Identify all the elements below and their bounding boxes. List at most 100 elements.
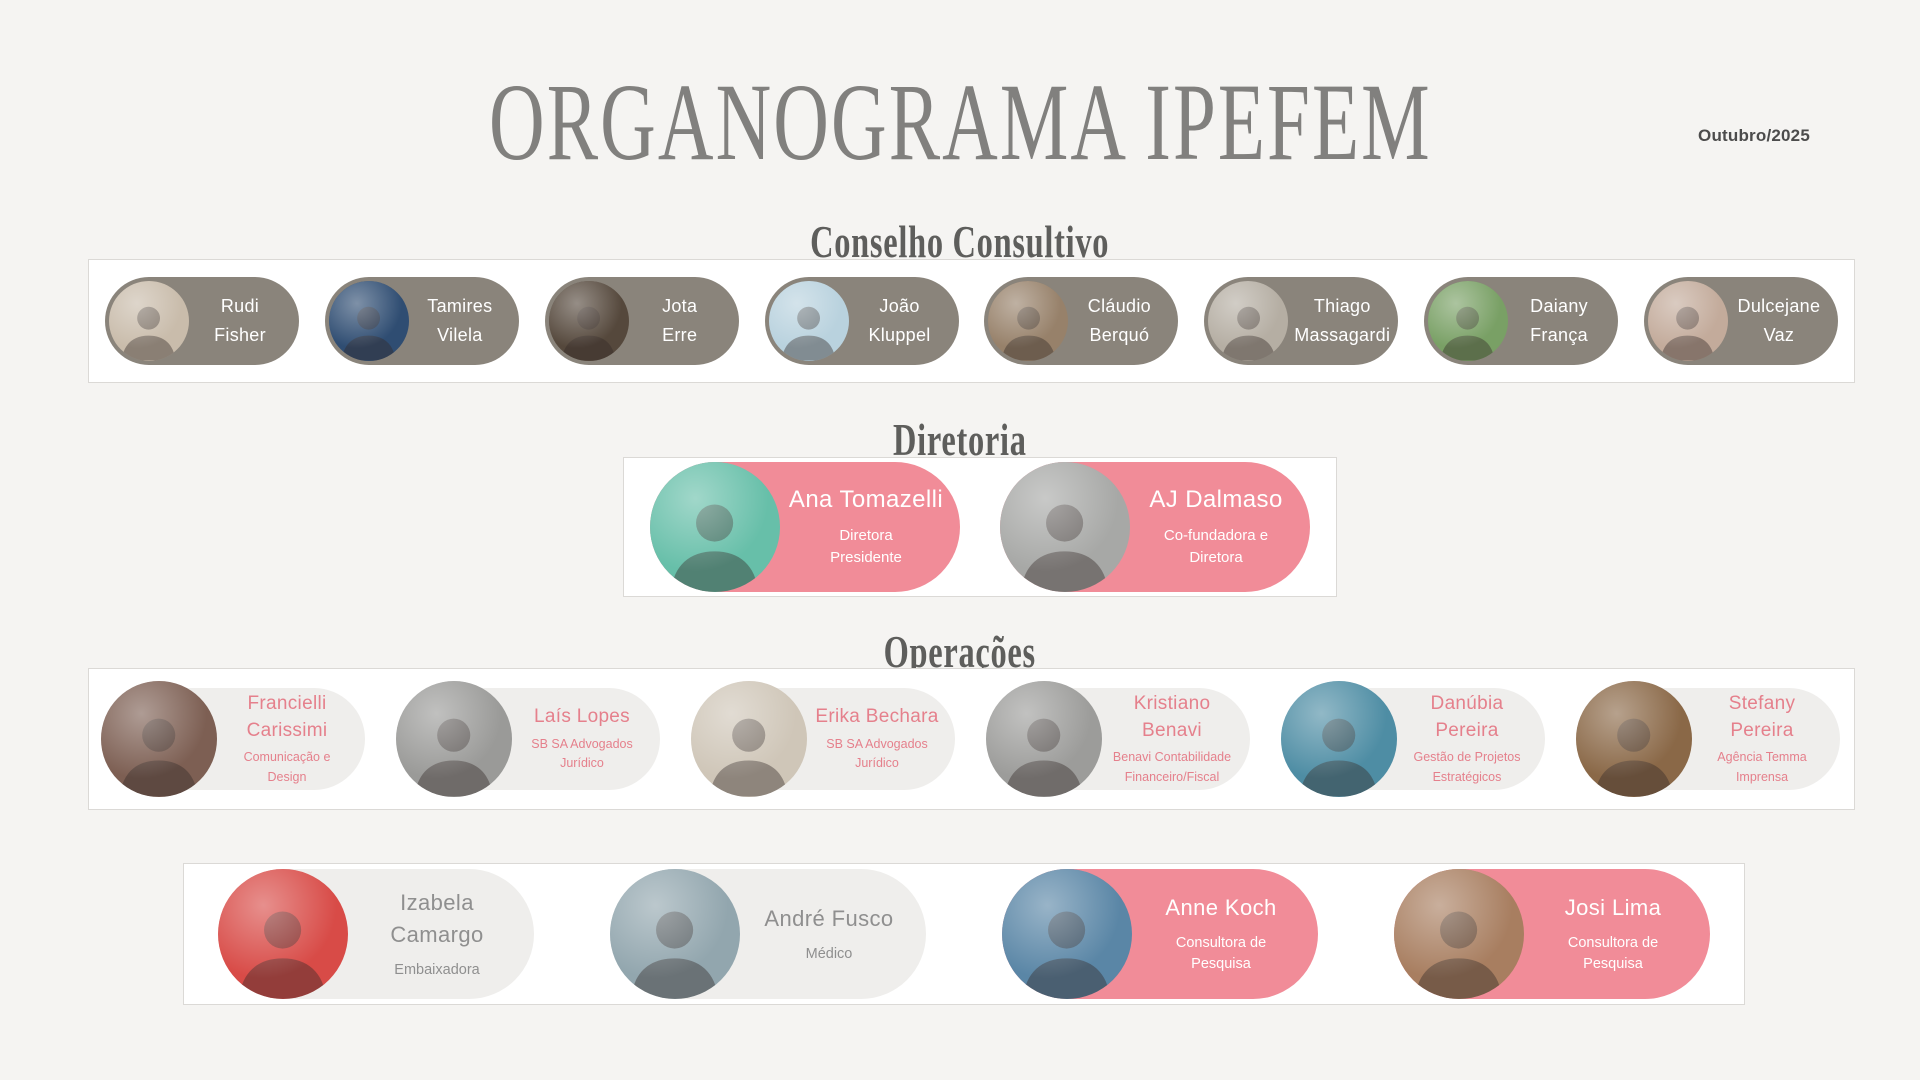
person-silhouette-icon (1221, 306, 1276, 361)
card-lais-lopes: Laís Lopes SB SA Advogados Jurídico (396, 681, 660, 797)
card-anne-koch: Anne Koch Consultora de Pesquisa (1002, 869, 1318, 999)
person-silhouette-icon (1415, 911, 1503, 999)
member-name: AJ Dalmaso (1149, 486, 1283, 514)
member-name: Tamires Vilela (427, 296, 493, 345)
member-name: Ana Tomazelli (788, 486, 944, 514)
page-title: ORGANOGRAMA IPEFEM (488, 61, 1432, 184)
person-silhouette-icon (341, 306, 396, 361)
card-stefany-pereira: Stefany Pereira Agência Temma Imprensa (1576, 681, 1840, 797)
person-silhouette-icon (239, 911, 327, 999)
person-avatar (988, 281, 1069, 361)
member-role: Comunicação e Design (243, 750, 331, 784)
member-role: Diretora Presidente (830, 526, 902, 567)
person-silhouette-icon (120, 718, 198, 797)
member-role: Co-fundadora e Diretora (1163, 526, 1269, 567)
member-role: Médico (805, 945, 853, 962)
section-heading-diretoria: Diretoria (893, 414, 1027, 465)
member-role: Agência Temma Imprensa (1717, 750, 1807, 784)
member-name: Daiany França (1530, 296, 1588, 345)
card-daiany-franca: Daiany França (1424, 277, 1619, 365)
date-label: Outubro/2025 (1698, 126, 1810, 145)
card-dulcejane-vaz: Dulcejane Vaz (1643, 277, 1838, 365)
person-avatar (548, 281, 629, 361)
person-avatar (1002, 869, 1132, 999)
member-name: Rudi Fisher (214, 296, 266, 345)
card-tamires-vilela: Tamires Vilela (324, 277, 519, 365)
person-silhouette-icon (1300, 718, 1378, 797)
member-role: Consultora de Pesquisa (1567, 934, 1659, 973)
person-avatar (650, 462, 780, 592)
person-avatar (691, 681, 807, 797)
member-role: SB SA Advogados Jurídico (826, 736, 928, 771)
member-name: João Kluppel (868, 296, 931, 345)
member-role: SB SA Advogados Jurídico (531, 736, 633, 771)
person-avatar (986, 681, 1102, 797)
card-joao-kluppel: João Kluppel (764, 277, 959, 365)
person-avatar (328, 281, 409, 361)
card-claudio-berquo: Cláudio Berquó (984, 277, 1179, 365)
person-silhouette-icon (631, 911, 719, 999)
card-ana-tomazelli: Ana Tomazelli Diretora Presidente (650, 462, 960, 592)
member-name: Stefany Pereira (1728, 693, 1796, 741)
person-silhouette-icon (671, 504, 759, 592)
person-avatar (218, 869, 348, 999)
member-name: Erika Bechara (815, 706, 939, 728)
card-jota-erre: Jota Erre (544, 277, 739, 365)
member-name: Josi Lima (1564, 894, 1662, 920)
person-silhouette-icon (561, 306, 616, 361)
member-name: Thiago Massagardi (1294, 296, 1391, 345)
person-avatar (1281, 681, 1397, 797)
card-francielli-carissimi: Francielli Carissimi Comunicação e Desig… (101, 681, 365, 797)
member-name: Dulcejane Vaz (1737, 296, 1821, 345)
member-role: Benavi Contabilidade Financeiro/Fiscal (1112, 750, 1232, 784)
member-name: Francielli Carissimi (246, 693, 328, 741)
section-heading-conselho: Conselho Consultivo (810, 216, 1110, 267)
card-thiago-massagardi: Thiago Massagardi (1204, 277, 1399, 365)
card-rudi-fisher: Rudi Fisher (105, 277, 299, 365)
person-silhouette-icon (415, 718, 493, 797)
card-izabela-camargo: Izabela Camargo Embaixadora (218, 869, 534, 999)
person-avatar (101, 681, 217, 797)
card-erika-bechara: Erika Bechara SB SA Advogados Jurídico (691, 681, 955, 797)
card-aj-dalmaso: AJ Dalmaso Co-fundadora e Diretora (1000, 462, 1310, 592)
person-silhouette-icon (781, 306, 836, 361)
person-avatar (1576, 681, 1692, 797)
member-name: Cláudio Berquó (1087, 296, 1151, 345)
person-avatar (1394, 869, 1524, 999)
member-role: Consultora de Pesquisa (1175, 934, 1267, 973)
person-avatar (1647, 281, 1728, 361)
operacoes-panel: Francielli Carissimi Comunicação e Desig… (88, 668, 1855, 810)
person-silhouette-icon (1001, 306, 1056, 361)
person-silhouette-icon (1021, 504, 1109, 592)
person-avatar (396, 681, 512, 797)
person-avatar (1000, 462, 1130, 592)
diretoria-panel: Ana Tomazelli Diretora Presidente AJ Dal… (623, 457, 1337, 597)
member-name: Izabela Camargo (390, 889, 484, 947)
person-silhouette-icon (1023, 911, 1111, 999)
conselho-panel: Rudi Fisher Tamires Vilela Jota Erre Joã… (88, 259, 1855, 383)
person-silhouette-icon (1661, 306, 1715, 361)
member-name: Laís Lopes (534, 706, 630, 728)
colaboradores-panel: Izabela Camargo Embaixadora André Fusco … (183, 863, 1745, 1005)
card-andre-fusco: André Fusco Médico (610, 869, 926, 999)
member-name: Jota Erre (662, 296, 698, 345)
person-silhouette-icon (1441, 306, 1495, 361)
member-name: Kristiano Benavi (1133, 693, 1211, 741)
member-name: Anne Koch (1165, 894, 1277, 920)
member-role: Embaixadora (394, 961, 480, 978)
person-avatar (1428, 281, 1509, 361)
member-name: Danúbia Pereira (1430, 693, 1504, 741)
person-avatar (610, 869, 740, 999)
person-silhouette-icon (1005, 718, 1083, 797)
person-silhouette-icon (122, 306, 176, 361)
person-avatar (1208, 281, 1289, 361)
person-avatar (768, 281, 849, 361)
person-avatar (109, 281, 189, 361)
person-silhouette-icon (1595, 718, 1673, 797)
card-kristiano-benavi: Kristiano Benavi Benavi Contabilidade Fi… (986, 681, 1250, 797)
member-role: Gestão de Projetos Estratégicos (1413, 750, 1521, 784)
section-heading-operacoes: Operações (883, 626, 1037, 677)
member-name: André Fusco (764, 905, 894, 931)
card-danubia-pereira: Danúbia Pereira Gestão de Projetos Estra… (1281, 681, 1545, 797)
